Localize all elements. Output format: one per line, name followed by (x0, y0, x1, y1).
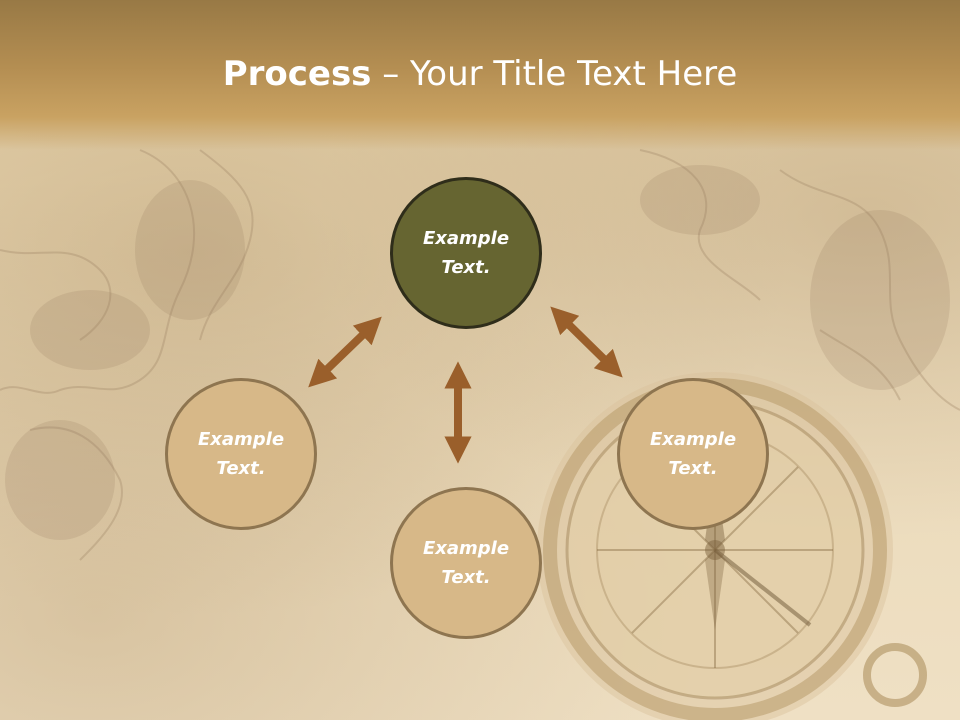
slide-title: Process – Your Title Text Here (0, 52, 960, 96)
node-bottom-label: Example Text. (422, 538, 510, 588)
arrow-top-right (550, 306, 623, 378)
node-left-circle: Example Text. (165, 378, 317, 530)
node-right-circle: Example Text. (617, 378, 769, 530)
title-bold: Process (222, 54, 372, 94)
node-bottom-circle: Example Text. (390, 487, 542, 639)
node-left-label: Example Text. (197, 429, 285, 479)
title-rest: – Your Title Text Here (371, 54, 738, 94)
title-band (0, 0, 960, 150)
node-top-label: Example Text. (422, 228, 510, 278)
arrow-top-left (308, 316, 382, 388)
node-top-circle: Example Text. (390, 177, 542, 329)
node-right-label: Example Text. (649, 429, 737, 479)
